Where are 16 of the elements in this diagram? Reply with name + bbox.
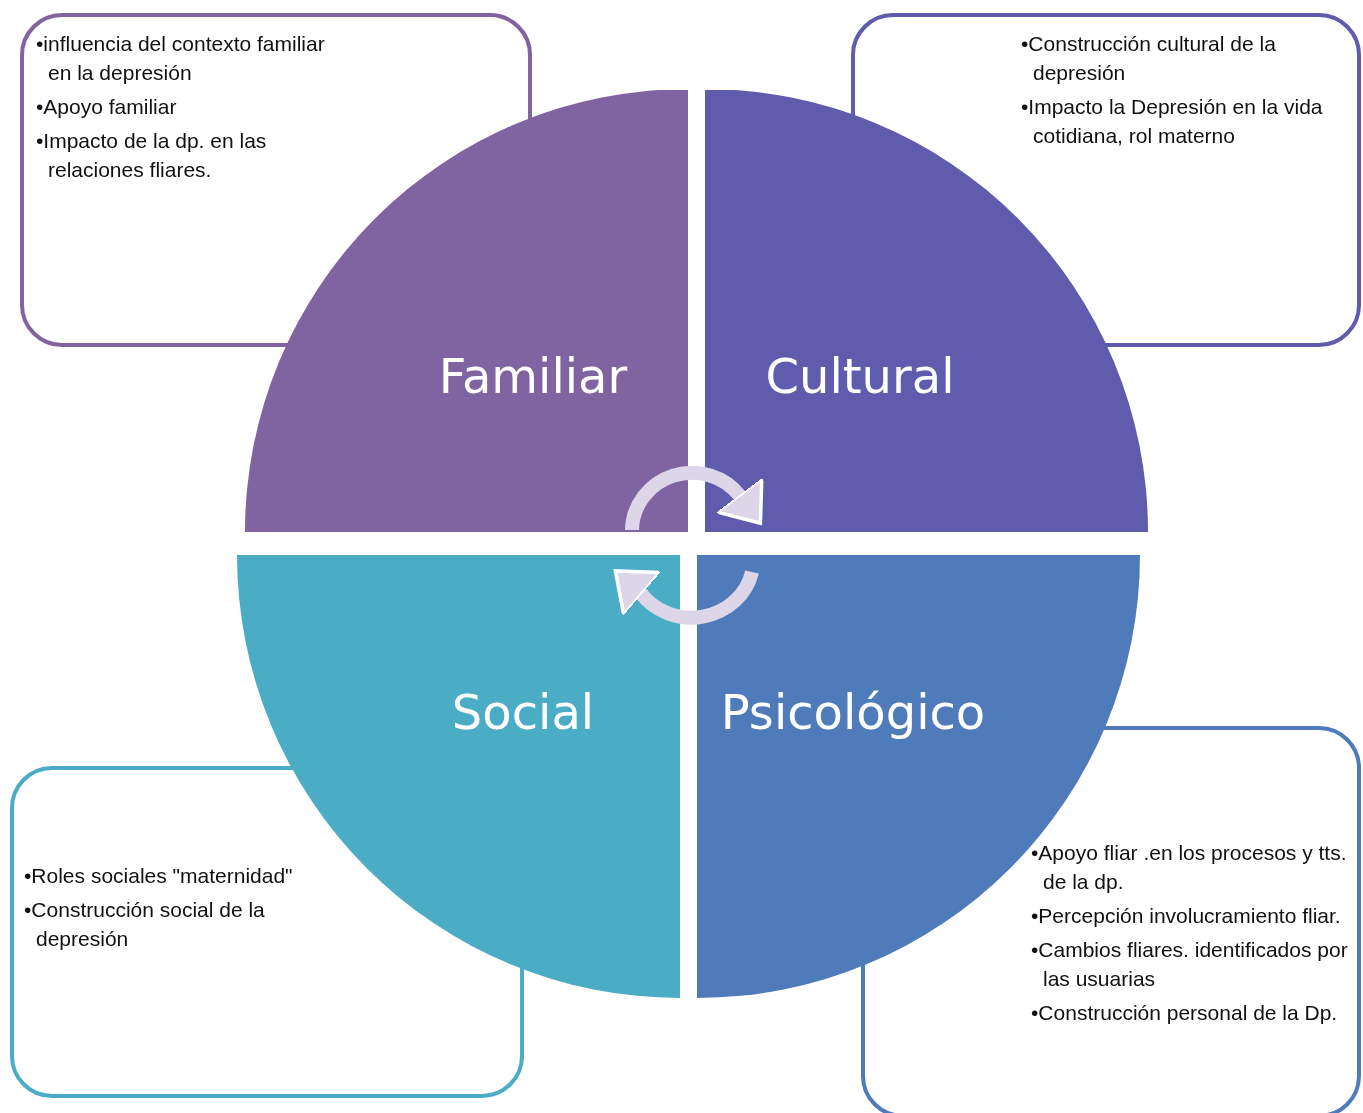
quadrant-label: Cultural [765, 348, 955, 404]
bullet-text: •Construcción cultural de la depresión [1021, 31, 1277, 86]
bullet-text: •Cambios fliares. identificados por las usuarias [1031, 937, 1349, 992]
bullet-text: •Roles sociales "maternidad" [24, 863, 294, 889]
curved-arrow [625, 465, 764, 531]
quadrant-label: Psicológico [720, 684, 986, 740]
bullet-text: •Apoyo fliar .en los procesos y tts. de la dp. [1031, 840, 1348, 895]
bullet-text: •Percepción involucramiento fliar. [1031, 903, 1342, 929]
bullet-text: •Apoyo familiar [36, 94, 178, 120]
bullet-text: •Construcción personal de la Dp. [1031, 1000, 1339, 1026]
quadrant-label: Familiar [438, 348, 628, 404]
bullet-text: •influencia del contexto familiar en la depresión [36, 31, 326, 86]
bullet-text: •Construcción social de la depresión [24, 897, 266, 952]
bullet-text: •Impacto de la dp. en las relaciones fliares. [36, 128, 268, 183]
quadrant-label: Social [451, 684, 595, 740]
bullet-text: •Impacto la Depresión en la vida cotidiana, rol materno [1021, 94, 1324, 149]
